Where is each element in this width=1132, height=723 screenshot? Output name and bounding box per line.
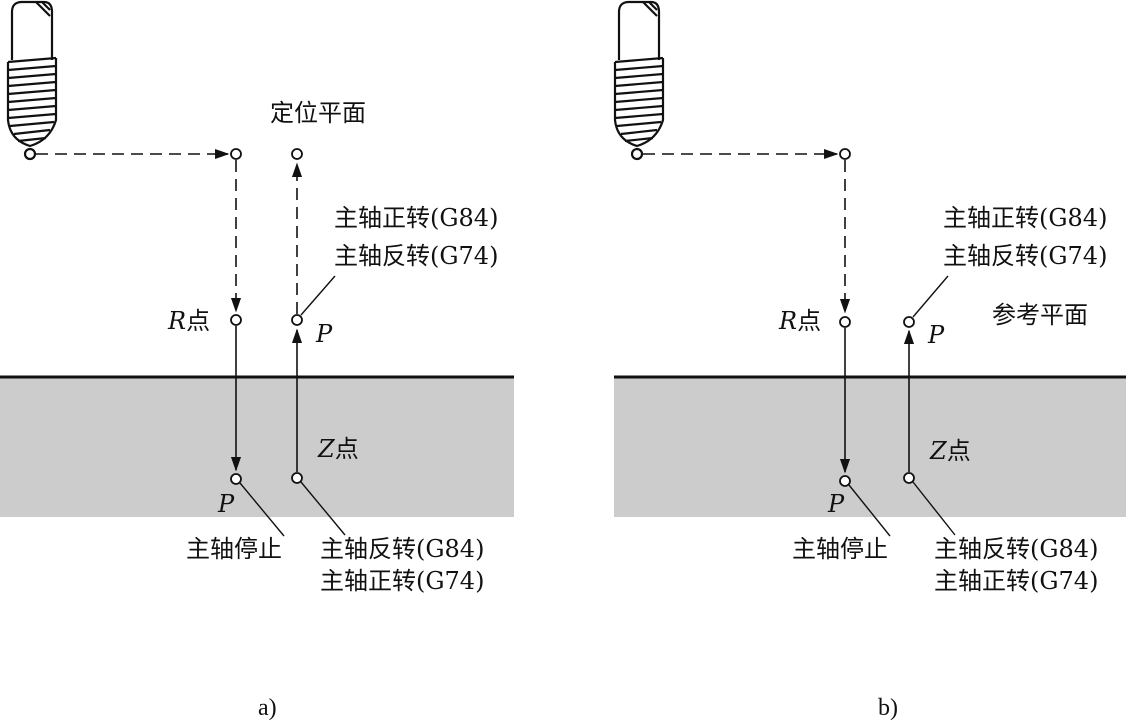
bottom-ccw-label-b: 主轴反转(G84) xyxy=(934,535,1098,563)
r-point-label-a: R点 xyxy=(167,307,210,335)
bottom-point-a xyxy=(230,473,242,485)
workpiece-b xyxy=(614,377,1126,517)
p-upper-label-b: P xyxy=(927,321,945,349)
z-point-b xyxy=(903,472,915,484)
bottom-ccw-label-a: 主轴反转(G84) xyxy=(320,535,484,563)
p-upper-label-a: P xyxy=(315,320,333,348)
p-lower-label-a: P xyxy=(217,490,235,518)
ccw-label-a: 主轴反转(G74) xyxy=(334,242,498,270)
z-point-label-a: Z点 xyxy=(317,435,359,463)
z-point-a xyxy=(291,472,303,484)
start-point-a xyxy=(230,148,242,160)
start-point-b xyxy=(839,148,851,160)
bottom-point-b xyxy=(839,475,851,487)
r-point-b xyxy=(839,316,851,328)
r-point-a xyxy=(230,314,242,326)
cw-label-a: 主轴正转(G84) xyxy=(334,204,498,232)
workpiece-a xyxy=(0,377,514,517)
p-point-upper-a xyxy=(291,314,303,326)
ccw-label-b: 主轴反转(G74) xyxy=(943,242,1107,270)
return-point-a xyxy=(291,148,303,160)
bottom-cw-label-b: 主轴正转(G74) xyxy=(934,567,1098,595)
caption-a: a) xyxy=(258,695,277,721)
stop-label-b: 主轴停止 xyxy=(792,535,888,563)
caption-b: b) xyxy=(878,695,898,721)
stop-label-a: 主轴停止 xyxy=(186,535,282,563)
p-lower-label-b: P xyxy=(827,490,845,518)
tap-tool-icon xyxy=(6,0,58,161)
plane-label-b: 参考平面 xyxy=(992,301,1088,329)
panel-b: R点 参考平面 Z点 P P 主轴正转(G84) 主轴反转(G74) 主轴停止 … xyxy=(613,0,1126,721)
tap-tool-icon xyxy=(613,0,665,161)
panel-a: 定位平面 R点 Z点 P P 主轴正转(G84) 主轴反转(G74) 主轴停止 … xyxy=(0,0,514,721)
cw-label-b: 主轴正转(G84) xyxy=(943,204,1107,232)
plane-label-a: 定位平面 xyxy=(270,99,366,127)
bottom-cw-label-a: 主轴正转(G74) xyxy=(320,567,484,595)
p-point-upper-b xyxy=(903,316,915,328)
r-point-label-b: R点 xyxy=(778,307,821,335)
z-point-label-b: Z点 xyxy=(929,437,971,465)
